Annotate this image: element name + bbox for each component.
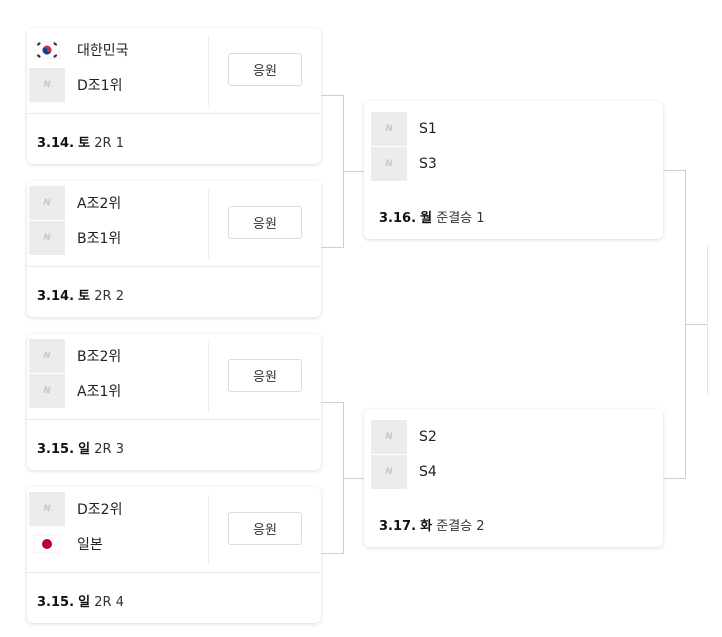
cheer-button[interactable]: 응원 — [228, 206, 302, 239]
match-date: 3.15. — [37, 595, 75, 610]
match-card-2r-2[interactable]: N A조2위 N B조1위 응원 3.14. 토 2R 2 — [27, 181, 321, 317]
match-info: 3.16. 월 준결승 1 — [379, 207, 485, 226]
team-row: N B조2위 — [27, 339, 207, 373]
bracket-connector — [343, 171, 364, 172]
match-info: 3.15. 일 2R 3 — [37, 438, 124, 457]
bracket-connector — [321, 247, 343, 248]
bracket-connector — [321, 402, 343, 403]
team-row: N A조2위 — [27, 186, 207, 220]
match-info: 3.17. 화 준결승 2 — [379, 515, 485, 534]
team-name: 대한민국 — [77, 43, 129, 59]
divider — [208, 342, 209, 412]
divider — [208, 36, 209, 106]
team-row: 일본 — [27, 527, 207, 561]
divider — [208, 189, 209, 259]
match-round: 준결승 1 — [436, 211, 485, 226]
placeholder-logo-icon: N — [29, 492, 65, 526]
match-day: 토 — [78, 289, 91, 304]
divider — [27, 419, 321, 420]
team-name: D조1위 — [77, 78, 123, 94]
bracket-connector — [343, 478, 364, 479]
match-day: 화 — [420, 519, 433, 534]
match-day: 월 — [420, 211, 433, 226]
match-card-2r-3[interactable]: N B조2위 N A조1위 응원 3.15. 일 2R 3 — [27, 334, 321, 470]
match-day: 일 — [78, 595, 91, 610]
bracket-connector — [321, 553, 343, 554]
team-row: N S4 — [364, 455, 544, 489]
bracket-connector — [321, 95, 343, 96]
divider — [27, 572, 321, 573]
placeholder-logo-icon: N — [29, 374, 65, 408]
team-name: S1 — [419, 121, 437, 137]
match-day: 토 — [78, 136, 91, 151]
match-date: 3.16. — [379, 211, 417, 226]
match-info: 3.14. 토 2R 2 — [37, 285, 124, 304]
japan-flag-icon — [29, 527, 65, 561]
team-row: N D조2위 — [27, 492, 207, 526]
match-round: 2R 3 — [94, 442, 124, 457]
bracket-connector — [685, 324, 707, 325]
placeholder-logo-icon: N — [29, 68, 65, 102]
team-name: B조2위 — [77, 349, 122, 365]
placeholder-logo-icon: N — [371, 420, 407, 454]
team-row: N S3 — [364, 147, 544, 181]
match-info: 3.15. 일 2R 4 — [37, 591, 124, 610]
team-row: N B조1위 — [27, 221, 207, 255]
team-name: B조1위 — [77, 231, 122, 247]
match-day: 일 — [78, 442, 91, 457]
team-row: N A조1위 — [27, 374, 207, 408]
cheer-button[interactable]: 응원 — [228, 512, 302, 545]
divider — [208, 495, 209, 565]
match-round: 2R 1 — [94, 136, 124, 151]
match-card-2r-4[interactable]: N D조2위 일본 응원 3.15. 일 2R 4 — [27, 487, 321, 623]
placeholder-logo-icon: N — [29, 221, 65, 255]
match-card-semifinal-1[interactable]: N S1 N S3 3.16. 월 준결승 1 — [364, 101, 663, 239]
team-name: 일본 — [77, 537, 103, 553]
final-card-edge — [707, 246, 708, 394]
team-name: S3 — [419, 156, 437, 172]
match-round: 2R 2 — [94, 289, 124, 304]
match-round: 준결승 2 — [436, 519, 485, 534]
team-name: A조1위 — [77, 384, 122, 400]
team-row: N S2 — [364, 420, 544, 454]
placeholder-logo-icon: N — [371, 147, 407, 181]
match-card-2r-1[interactable]: 대한민국 N D조1위 응원 3.14. 토 2R 1 — [27, 28, 321, 164]
cheer-button[interactable]: 응원 — [228, 53, 302, 86]
match-date: 3.15. — [37, 442, 75, 457]
match-info: 3.14. 토 2R 1 — [37, 132, 124, 151]
match-date: 3.17. — [379, 519, 417, 534]
team-name: D조2위 — [77, 502, 123, 518]
match-date: 3.14. — [37, 136, 75, 151]
divider — [27, 266, 321, 267]
team-name: A조2위 — [77, 196, 122, 212]
team-row: N D조1위 — [27, 68, 207, 102]
cheer-button[interactable]: 응원 — [228, 359, 302, 392]
match-date: 3.14. — [37, 289, 75, 304]
bracket-connector — [663, 170, 685, 171]
team-name: S4 — [419, 464, 437, 480]
divider — [27, 113, 321, 114]
placeholder-logo-icon: N — [371, 455, 407, 489]
match-round: 2R 4 — [94, 595, 124, 610]
team-name: S2 — [419, 429, 437, 445]
bracket-connector — [663, 478, 685, 479]
match-card-semifinal-2[interactable]: N S2 N S4 3.17. 화 준결승 2 — [364, 409, 663, 547]
placeholder-logo-icon: N — [371, 112, 407, 146]
placeholder-logo-icon: N — [29, 186, 65, 220]
korea-flag-icon — [29, 33, 65, 67]
team-row: 대한민국 — [27, 33, 207, 67]
placeholder-logo-icon: N — [29, 339, 65, 373]
team-row: N S1 — [364, 112, 544, 146]
